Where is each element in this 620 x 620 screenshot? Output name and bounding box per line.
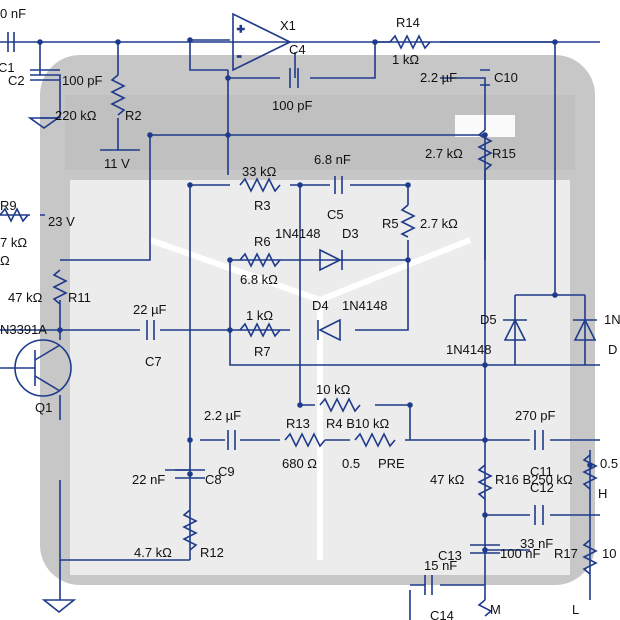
- label-r3: R3: [254, 198, 271, 213]
- label-c13b: 15 nF: [424, 558, 457, 573]
- label-c10: C10: [494, 70, 518, 85]
- label-c2-val: 100 pF: [62, 73, 103, 88]
- label-r2: R2: [125, 108, 142, 123]
- label-h: H: [598, 486, 607, 501]
- label-c9-val: 2.2 µF: [204, 408, 241, 423]
- label-d5: D5: [480, 312, 497, 327]
- label-c2: C2: [8, 73, 25, 88]
- label-r11-val: 47 kΩ: [8, 290, 43, 305]
- label-r16-val: 47 kΩ: [430, 472, 465, 487]
- label-q1: Q1: [35, 400, 52, 415]
- label-r5: R5: [382, 216, 399, 231]
- label-m: M: [490, 602, 501, 617]
- label-pre-val: 0.5: [342, 456, 360, 471]
- resistors: [0, 34, 598, 617]
- label-11v: 11 V: [104, 156, 130, 171]
- label-r11: R11: [68, 290, 91, 305]
- label-pre: PRE: [378, 456, 405, 471]
- label-r17: R17: [554, 546, 578, 561]
- label-r5-val: 2.7 kΩ: [420, 216, 458, 231]
- label-d5-part: 1N4148: [446, 342, 492, 357]
- label-r-right-val: 0.5: [600, 456, 618, 471]
- label-r4b: R4 B10 kΩ: [326, 416, 389, 431]
- label-r6-val: 6.8 kΩ: [240, 272, 278, 287]
- label-l: L: [572, 602, 579, 617]
- label-23v: 23 V: [48, 214, 75, 229]
- label-d-right2: D: [608, 342, 617, 357]
- label-c11: C11: [530, 464, 553, 479]
- svg-text:-: -: [237, 48, 241, 63]
- label-c13-val: 33 nF: [520, 536, 553, 551]
- label-c8: C8: [205, 472, 222, 487]
- label-r4-val: 10 kΩ: [316, 382, 351, 397]
- label-c7: C7: [145, 354, 162, 369]
- label-c8-val: 22 nF: [132, 472, 165, 487]
- label-c-top: 0 nF: [0, 6, 26, 21]
- label-c12: C12: [530, 480, 554, 495]
- opamp-x1: + -: [232, 12, 292, 72]
- label-r17-val: 100 nF: [500, 546, 541, 561]
- label-c9: C9: [218, 464, 235, 479]
- label-r12-val: 4.7 kΩ: [134, 545, 172, 560]
- label-r6: R6: [254, 234, 271, 249]
- label-c1: C1: [0, 60, 15, 75]
- label-r7: R7: [254, 344, 271, 359]
- label-r14-val: 1 kΩ: [392, 52, 419, 67]
- label-r7-val: 1 kΩ: [246, 308, 273, 323]
- label-c14: C14: [430, 608, 454, 620]
- label-c4-val: 100 pF: [272, 98, 313, 113]
- ground-symbols: [27, 117, 77, 614]
- label-r12: R12: [200, 545, 224, 560]
- label-r17-b: 10: [602, 546, 616, 561]
- label-r13: R13: [286, 416, 310, 431]
- label-r2-val: 220 kΩ: [55, 108, 97, 123]
- label-c7-val: 22 µF: [133, 302, 167, 317]
- label-d3-part: 1N4148: [275, 226, 321, 241]
- label-r16: R16 B250 kΩ: [495, 472, 573, 487]
- diodes: [317, 248, 597, 342]
- transistor-q1: [0, 339, 72, 397]
- label-r13-val: 680 Ω: [282, 456, 317, 471]
- junction-dots: [37, 37, 593, 553]
- label-d4: D4: [312, 298, 329, 313]
- label-x1: X1: [280, 18, 296, 33]
- labels: 0 nF C1 C2 100 pF 220 kΩ R2 11 V R9 23 V…: [0, 6, 620, 620]
- label-c4: C4: [289, 42, 306, 57]
- label-d4-part: 1N4148: [342, 298, 388, 313]
- label-c13: C13: [438, 548, 462, 563]
- label-r15-val: 2.7 kΩ: [425, 146, 463, 161]
- label-q1-part: N3391A: [0, 322, 47, 337]
- label-c5: C5: [327, 207, 344, 222]
- label-omega: Ω: [0, 253, 10, 268]
- label-r9-val: 7 kΩ: [0, 235, 27, 250]
- label-d-right: 1N: [604, 312, 620, 327]
- label-d3: D3: [342, 226, 359, 241]
- label-r3-val: 33 kΩ: [242, 164, 277, 179]
- capacitors: [7, 32, 544, 595]
- label-r9: R9: [0, 198, 17, 213]
- label-c5-val: 6.8 nF: [314, 152, 351, 167]
- label-r15: R15: [492, 146, 516, 161]
- label-c11-val: 270 pF: [515, 408, 556, 423]
- svg-text:+: +: [237, 21, 245, 36]
- label-r14: R14: [396, 15, 420, 30]
- label-c10-val: 2.2 µF: [420, 70, 457, 85]
